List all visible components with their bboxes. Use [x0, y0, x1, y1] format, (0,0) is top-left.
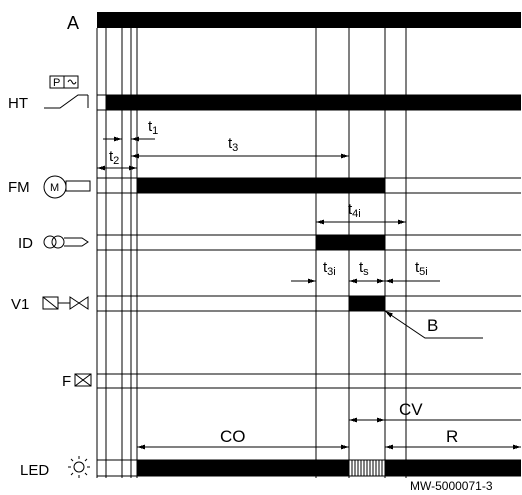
b-label: B [427, 316, 438, 335]
pressure-switch-box-tilde [63, 75, 79, 89]
flame-box [74, 373, 92, 387]
bar-a [97, 12, 521, 28]
bar-ht [106, 95, 521, 110]
cv-label: CV [399, 400, 423, 419]
bar-fm [137, 178, 385, 193]
motor-shaft-box [65, 180, 91, 192]
sun-core [73, 461, 85, 473]
ts-label: ts [359, 259, 369, 278]
valve-body [69, 296, 89, 310]
timing-ts: ts [349, 259, 385, 284]
motor-letter: M [50, 182, 59, 194]
led-blink-segment [351, 460, 383, 476]
switch-lever [44, 94, 88, 109]
row-label-ht: HT [8, 95, 28, 112]
electrode-ring-1 [43, 235, 57, 249]
timing-t3i: t3i [291, 259, 336, 284]
row-label-v1: V1 [11, 296, 29, 313]
bar-id [316, 235, 385, 250]
timing-t1: t1 [103, 118, 158, 142]
flame-icon [74, 373, 92, 387]
timing-t4i: t4i [316, 201, 406, 225]
row-label-f: F [62, 373, 71, 390]
row-label-id: ID [18, 235, 33, 252]
thermostat-switch-icon: P [44, 75, 89, 109]
flame-chevron-right [82, 373, 92, 387]
bar-led-co [137, 460, 349, 476]
t5i-label: t5i [415, 259, 428, 278]
row-label-led: LED [20, 462, 49, 479]
timing-t5i: t5i [385, 259, 440, 284]
t2-label: t2 [109, 148, 119, 167]
tilde-glyph [67, 79, 77, 85]
t4i-label: t4i [348, 201, 361, 220]
ionisation-electrode-icon [43, 235, 89, 249]
timing-t3: t3 [131, 135, 349, 159]
row-label-a: A [67, 13, 79, 33]
t1-label: t1 [148, 118, 158, 137]
t3-label: t3 [228, 135, 238, 154]
pressure-switch-letter: P [53, 77, 60, 89]
fan-motor-icon: M [43, 175, 91, 199]
row-label-fm: FM [8, 179, 30, 196]
flame-chevron-left [74, 373, 84, 387]
r-label: R [446, 427, 458, 446]
reference-code: MW-5000071-3 [410, 479, 493, 493]
horizontal-grid [97, 94, 521, 477]
gas-valve-icon [42, 296, 89, 310]
annotation-r: R [385, 427, 521, 450]
annotation-co: CO [137, 427, 349, 450]
b-leader [384, 310, 483, 339]
annotation-b: B [384, 310, 483, 339]
led-sun-icon [68, 456, 90, 478]
electrode-ring-2 [51, 235, 65, 249]
co-label: CO [220, 427, 246, 446]
timing-t2: t2 [97, 148, 137, 171]
annotation-cv: CV [349, 400, 521, 423]
valve-actuator-diag [42, 296, 59, 310]
bar-v1 [349, 296, 385, 311]
bar-led-r [385, 460, 521, 476]
t3i-label: t3i [323, 259, 336, 278]
electrode-tip [64, 237, 89, 247]
